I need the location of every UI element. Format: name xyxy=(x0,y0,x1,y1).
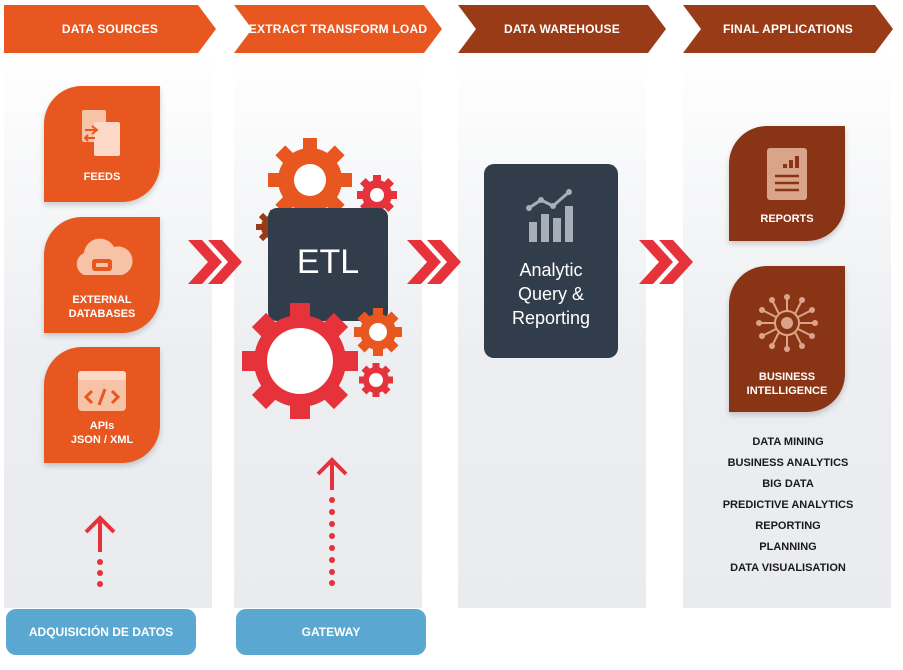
warehouse-line-1: Analytic xyxy=(519,260,583,280)
stage-header-etl: EXTRACT TRANSFORM LOAD xyxy=(234,5,442,53)
stage-header-final-applications: FINAL APPLICATIONS xyxy=(683,5,893,53)
report-icon xyxy=(767,148,807,200)
list-item: PREDICTIVE ANALYTICS xyxy=(722,499,854,511)
source-apis-label-1: APIs xyxy=(89,420,115,432)
source-feeds-label: FEEDS xyxy=(83,171,121,183)
source-feeds: FEEDS xyxy=(44,86,160,202)
application-list: DATA MINING BUSINESS ANALYTICS BIG DATA … xyxy=(700,432,876,579)
list-item: BUSINESS ANALYTICS xyxy=(727,457,849,469)
stage-header-data-sources: DATA SOURCES xyxy=(4,5,216,53)
cloud-database-icon xyxy=(76,238,133,275)
chevron-arrow-3 xyxy=(639,240,693,284)
list-item: BIG DATA xyxy=(762,478,814,490)
list-item: DATA MINING xyxy=(752,436,824,448)
source-external-databases: EXTERNAL DATABASES xyxy=(44,217,160,333)
source-external-label-2: DATABASES xyxy=(68,308,136,320)
app-reports: REPORTS xyxy=(729,126,845,241)
app-bi-label-2: INTELLIGENCE xyxy=(746,385,828,397)
etl-label: ETL xyxy=(296,243,360,281)
up-arrow-gateway xyxy=(316,457,348,586)
circuit-icon xyxy=(756,294,818,352)
list-item: REPORTING xyxy=(755,520,821,532)
gateway-label: GATEWAY xyxy=(236,609,426,655)
warehouse-box: Analytic Query & Reporting xyxy=(484,164,618,358)
list-item: PLANNING xyxy=(759,541,817,553)
app-business-intelligence: BUSINESS INTELLIGENCE xyxy=(729,266,845,412)
source-external-label-1: EXTERNAL xyxy=(72,294,132,306)
app-bi-label-1: BUSINESS xyxy=(758,371,816,383)
chevron-arrow-1 xyxy=(188,240,242,284)
source-apis: APIs JSON / XML xyxy=(44,347,160,463)
warehouse-line-2: Query & xyxy=(517,284,585,304)
list-item: DATA VISUALISATION xyxy=(730,562,846,574)
bar-chart-icon xyxy=(526,189,573,242)
warehouse-line-3: Reporting xyxy=(511,308,591,328)
documents-icon xyxy=(82,110,120,156)
source-apis-label-2: JSON / XML xyxy=(70,434,134,446)
stage-header-data-warehouse: DATA WAREHOUSE xyxy=(458,5,666,53)
code-window-icon xyxy=(78,371,126,411)
chevron-arrow-2 xyxy=(407,240,461,284)
up-arrow-acquisition xyxy=(84,515,116,587)
acquisition-label: ADQUISICIÓN DE DATOS xyxy=(6,609,196,655)
app-reports-label: REPORTS xyxy=(760,213,814,225)
gears-icon xyxy=(242,138,402,419)
